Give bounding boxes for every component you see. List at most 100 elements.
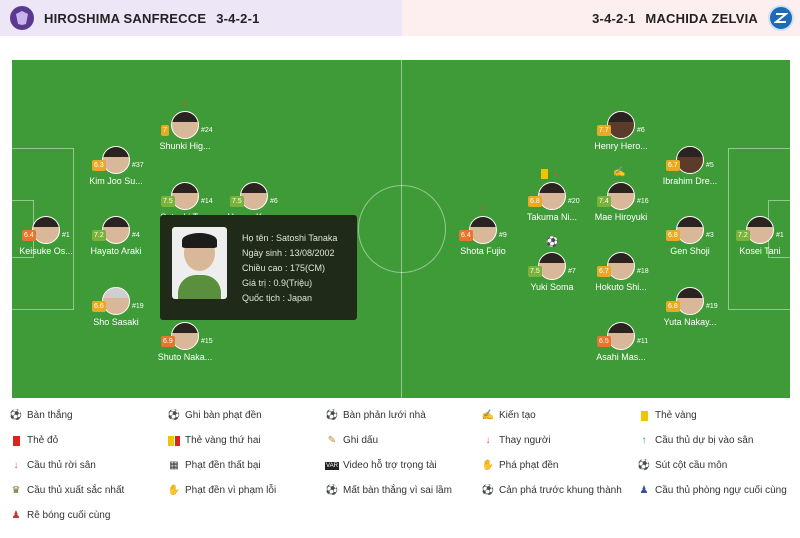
player-card[interactable]: 7.2 #1 Kosei Tani	[718, 216, 800, 256]
player-card[interactable]: 7.7 #6 Henry Hero...	[579, 111, 663, 151]
goal-ball-icon: ⚽	[546, 237, 559, 248]
shirt-number: #19	[706, 303, 718, 310]
player-name: Mae Hiroyuki	[594, 212, 648, 222]
yellow-card-icon	[541, 169, 548, 182]
rating-badge: 6.4	[22, 230, 36, 241]
legend-error-goal: ⚽Mất bàn thắng vì sai lầm	[325, 485, 452, 496]
rating-badge: 7	[161, 125, 169, 136]
substitution-icon: ↓	[485, 435, 491, 446]
player-card[interactable]: 7.4 #16 Mae Hiroyuki	[579, 182, 663, 222]
player-card[interactable]: 6.5 #11 Asahi Mas...	[579, 322, 663, 362]
sub-in-arrow-icon: ↑	[641, 435, 647, 446]
tooltip-height: Chiều cao : 175(CM)	[242, 263, 326, 273]
shirt-number: #14	[201, 198, 213, 205]
player-name: Shota Fujio	[460, 246, 506, 256]
player-avatar	[676, 287, 704, 315]
rating-badge: 6.7	[597, 266, 611, 277]
player-info-tooltip: Họ tên : Satoshi Tanaka Ngày sinh : 13/0…	[160, 215, 357, 320]
player-name: Asahi Mas...	[596, 352, 646, 362]
player-name: Kosei Tani	[739, 246, 781, 256]
player-avatar	[102, 146, 130, 174]
player-name: Ibrahim Dre...	[662, 176, 718, 186]
shirt-number: #11	[637, 338, 649, 345]
player-card[interactable]: 6.8 #20 Takuma Ni...	[510, 182, 594, 222]
tooltip-value: Giá trị : 0.9(Triệu)	[242, 278, 313, 288]
var-icon: VAR	[325, 461, 339, 470]
player-card[interactable]: 6.7 #5 Ibrahim Dre...	[648, 146, 732, 186]
player-avatar	[538, 182, 566, 210]
player-avatar	[607, 252, 635, 280]
rating-badge: 6.8	[666, 301, 680, 312]
rating-badge: 6.6	[92, 301, 106, 312]
player-avatar	[469, 216, 497, 244]
best-player-icon: ♛	[11, 485, 21, 496]
player-off-arrow-icon: ↓	[480, 202, 485, 213]
legend-last-dribble: ♟Rê bóng cuối cùng	[11, 510, 111, 521]
last-defender-icon: ♟	[639, 485, 649, 496]
home-penalty-box	[12, 148, 74, 310]
player-card[interactable]: 6.4 #9 Shota Fujio	[441, 216, 525, 256]
away-penalty-box	[728, 148, 790, 310]
player-avatar	[32, 216, 60, 244]
legend-second-yellow: Thẻ vàng thứ hai	[168, 435, 261, 446]
legend-penalty-missed: ▦Phạt đền thất bại	[169, 460, 261, 471]
hit-post-icon: ⚽	[637, 460, 651, 471]
assist-icon: ✍	[481, 410, 495, 421]
shirt-number: #1	[62, 232, 70, 239]
player-photo	[172, 227, 227, 299]
player-name: Kim Joo Su...	[89, 176, 143, 186]
player-avatar	[676, 146, 704, 174]
player-avatar	[538, 252, 566, 280]
error-goal-icon: ⚽	[325, 485, 339, 496]
glove-icon: ✋	[481, 460, 495, 471]
player-card[interactable]: 6.4 #1 Keisuke Os...	[4, 216, 88, 256]
shirt-number: #18	[637, 268, 649, 275]
legend-yellow-card: Thẻ vàng	[638, 410, 697, 421]
shirt-number: #19	[132, 303, 144, 310]
player-card[interactable]: 7.2 #4 Hayato Araki	[74, 216, 158, 256]
rating-badge: 7.4	[597, 196, 611, 207]
player-card[interactable]: 6.9 #15 Shuto Naka...	[143, 322, 227, 362]
player-avatar	[171, 111, 199, 139]
rating-badge: 7.7	[597, 125, 611, 136]
assist-icon: ✍	[613, 167, 626, 178]
legend-assist: ✍Kiến tạo	[481, 410, 536, 421]
shirt-number: #24	[201, 127, 213, 134]
player-card[interactable]: 7.5 #7 Yuki Soma	[510, 252, 594, 292]
player-avatar	[746, 216, 774, 244]
player-off-arrow-icon: ↓	[13, 460, 19, 471]
home-team-header: HIROSHIMA SANFRECCE 3-4-2-1	[0, 0, 402, 36]
player-name: Takuma Ni...	[526, 212, 577, 222]
player-name: Henry Hero...	[594, 141, 648, 151]
player-name: Shuto Naka...	[157, 352, 213, 362]
legend-save-before-shot: ⚽Cản phá trước khung thành	[481, 485, 622, 496]
rating-badge: 6.4	[459, 230, 473, 241]
away-team-header: 3-4-2-1 MACHIDA ZELVIA	[402, 0, 800, 36]
player-card[interactable]: 6.7 #18 Hokuto Shi...	[579, 252, 663, 292]
yellow-card-icon	[638, 410, 650, 421]
shirt-number: #3	[706, 232, 714, 239]
legend-penalty-saved: ✋Phá phạt đền	[481, 460, 559, 471]
legend-hit-post: ⚽Sút cột cầu môn	[637, 460, 728, 471]
player-name: Yuta Nakay...	[663, 317, 717, 327]
red-card-icon	[10, 435, 22, 446]
player-card[interactable]: 6.8 #19 Yuta Nakay...	[648, 287, 732, 327]
dribble-icon: ♟	[11, 510, 21, 521]
shirt-number: #6	[270, 198, 278, 205]
rating-badge: 6.5	[597, 336, 611, 347]
shirt-number: #37	[132, 162, 144, 169]
penalty-foul-icon: ✋	[167, 485, 181, 496]
player-card[interactable]: 7 #24 Shunki Hig...	[143, 111, 227, 151]
player-card[interactable]: 6.8 #3 Gen Shoji	[648, 216, 732, 256]
home-formation: 3-4-2-1	[216, 10, 260, 26]
rating-badge: 6.3	[92, 160, 106, 171]
own-goal-icon: ⚽	[325, 410, 339, 421]
legend-own-goal: ⚽Bàn phản lưới nhà	[325, 410, 426, 421]
rating-badge: 7.5	[528, 266, 542, 277]
player-name: Hayato Araki	[90, 246, 142, 256]
player-off-arrow-icon: ↓	[182, 97, 187, 108]
shirt-number: #20	[568, 198, 580, 205]
player-card[interactable]: 6.6 #19 Sho Sasaki	[74, 287, 158, 327]
player-card[interactable]: 6.3 #37 Kim Joo Su...	[74, 146, 158, 186]
